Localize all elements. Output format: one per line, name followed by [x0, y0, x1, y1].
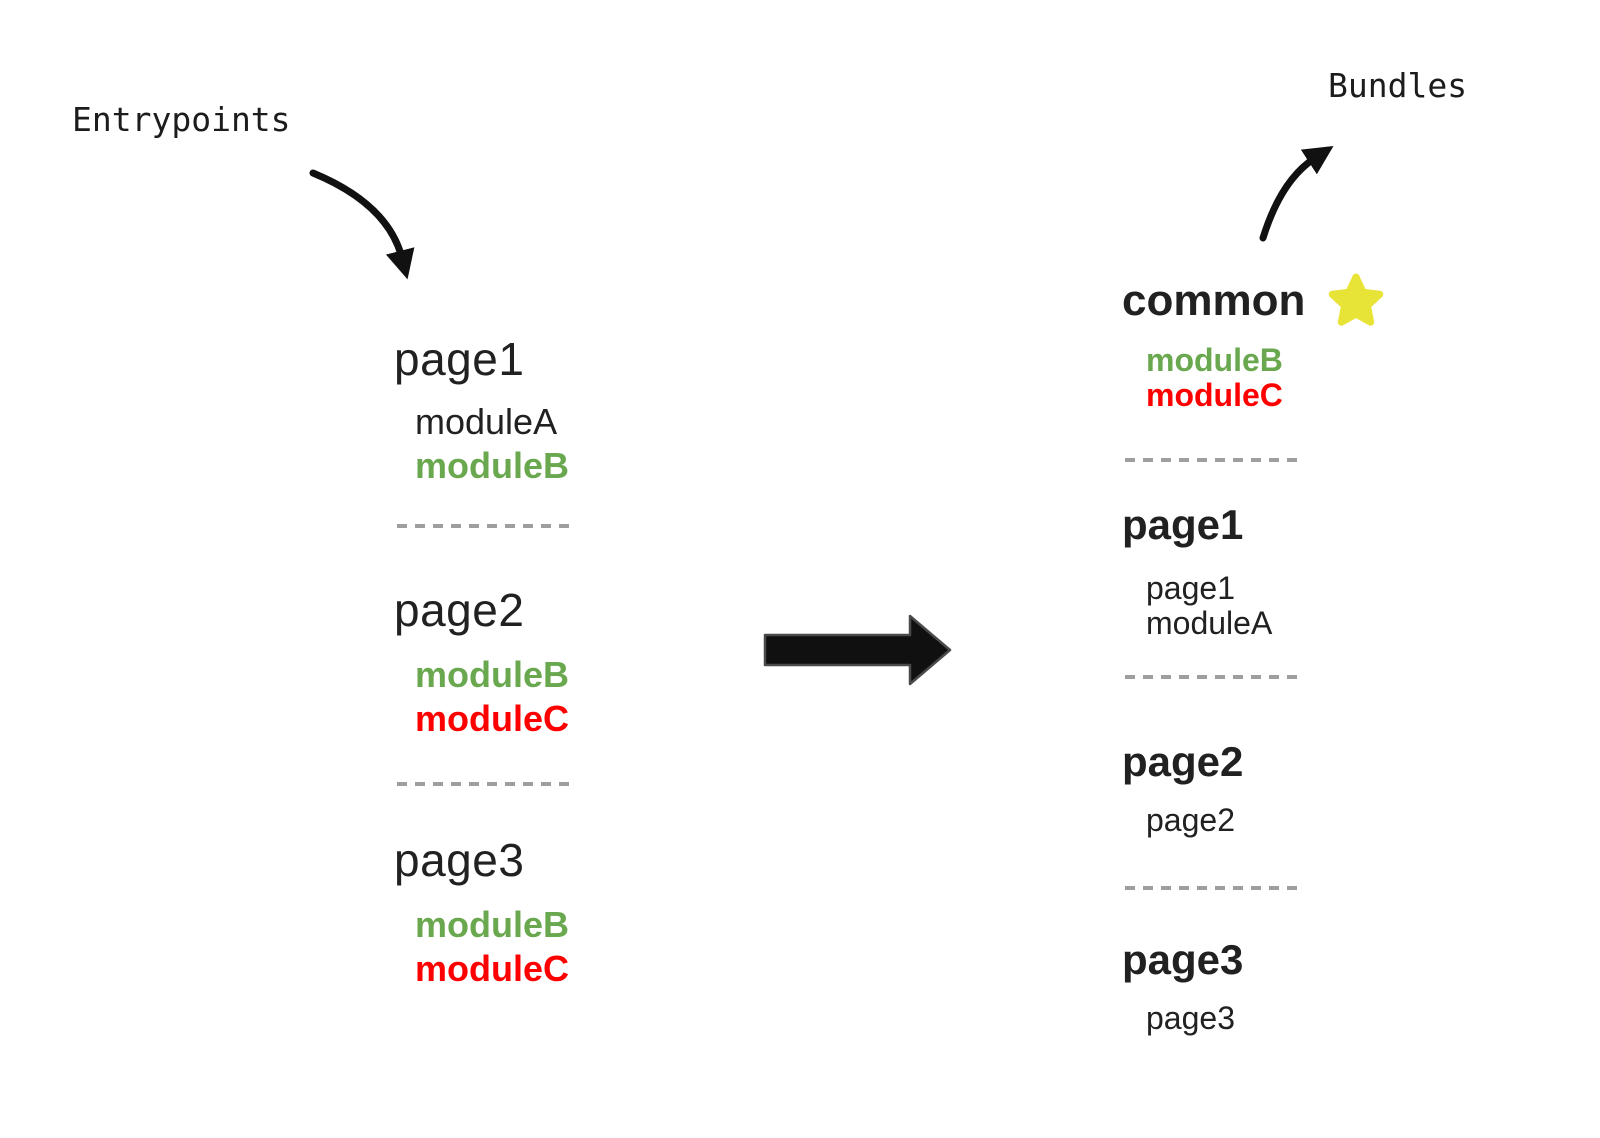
entrypoint-page2-modules: moduleB moduleC — [415, 653, 569, 741]
entrypoint-page3-title: page3 — [394, 834, 525, 886]
transform-arrow-icon — [763, 614, 952, 686]
module-item: page1 — [1146, 570, 1235, 606]
module-item: moduleB — [1146, 342, 1283, 378]
bundle-common-modules: moduleB moduleC — [1146, 343, 1283, 413]
bundle-page1-title: page1 — [1122, 501, 1244, 548]
module-item: moduleC — [415, 698, 570, 739]
bundle-common-title-row: common — [1122, 272, 1385, 330]
module-item: moduleA — [1146, 605, 1273, 641]
module-item: moduleB — [415, 904, 570, 945]
entrypoints-label: Entrypoints — [72, 100, 291, 139]
entrypoints-curved-arrow-icon — [309, 169, 415, 280]
separator-dashed — [397, 524, 575, 528]
module-item: page2 — [1146, 802, 1235, 838]
bundle-page2-modules: page2 — [1146, 803, 1235, 838]
module-item: page3 — [1146, 1000, 1235, 1036]
bundle-page3-modules: page3 — [1146, 1001, 1235, 1036]
module-item: moduleB — [415, 654, 570, 695]
module-item: moduleC — [1146, 377, 1283, 413]
entrypoint-page1-title: page1 — [394, 333, 525, 385]
star-icon — [1329, 273, 1384, 326]
separator-dashed — [397, 782, 575, 786]
entrypoint-page3-modules: moduleB moduleC — [415, 903, 569, 991]
bundle-page2-title: page2 — [1122, 738, 1244, 785]
bundle-page1-modules: page1 moduleA — [1146, 571, 1272, 641]
entrypoint-page1-modules: moduleA moduleB — [415, 400, 569, 488]
module-item: moduleA — [415, 401, 558, 442]
module-item: moduleB — [415, 445, 570, 486]
separator-dashed — [1125, 675, 1302, 679]
separator-dashed — [1125, 886, 1302, 890]
bundle-page3-title: page3 — [1122, 936, 1244, 983]
bundles-label: Bundles — [1328, 66, 1468, 105]
module-item: moduleC — [415, 948, 570, 989]
bundles-curved-arrow-icon — [1259, 146, 1334, 242]
bundle-common-title: common — [1122, 276, 1306, 325]
entrypoint-page2-title: page2 — [394, 584, 525, 636]
separator-dashed — [1125, 458, 1302, 462]
